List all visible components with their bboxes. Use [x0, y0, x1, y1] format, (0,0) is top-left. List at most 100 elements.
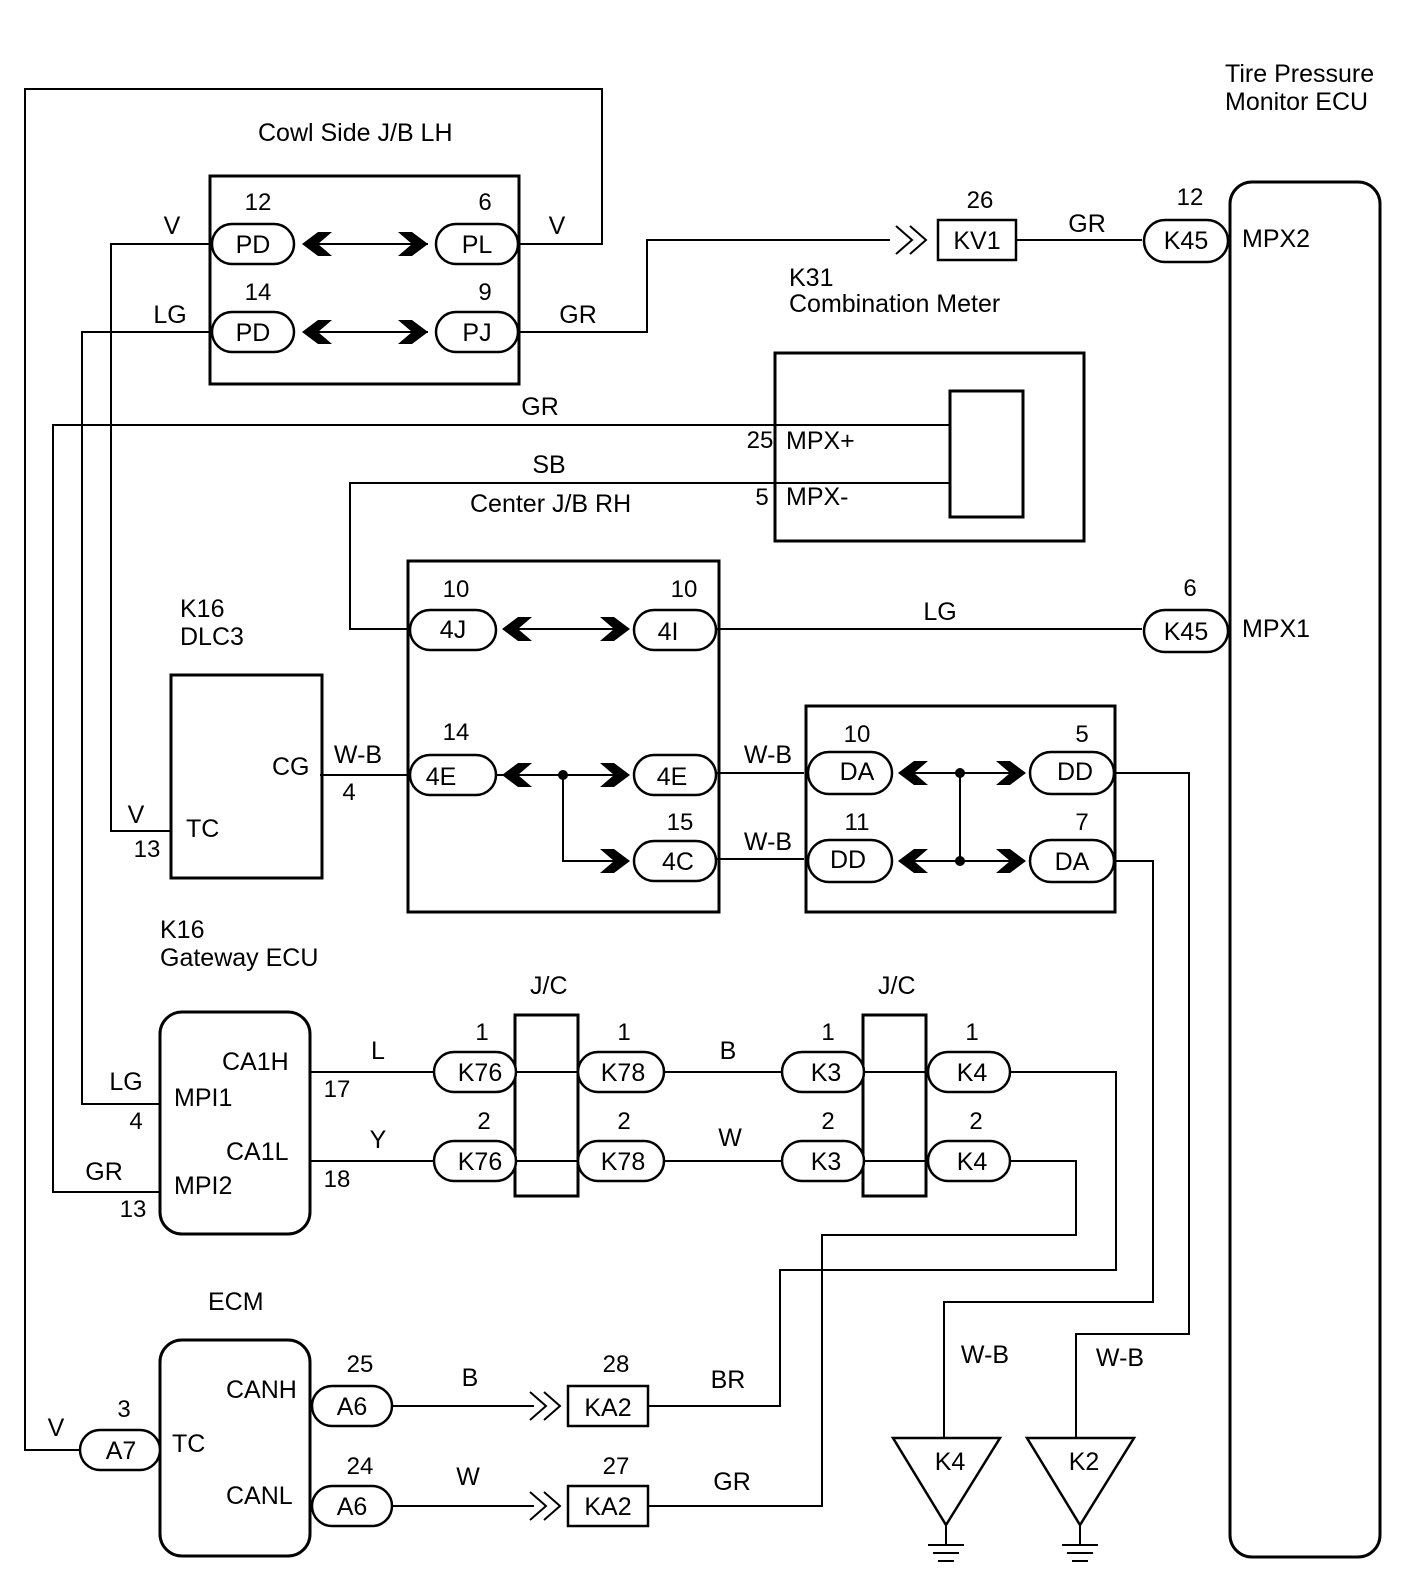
connector-da-10-pin: 10	[844, 721, 871, 748]
connector-k3-1	[780, 1050, 866, 1094]
combination-meter-id: K31	[789, 264, 833, 292]
gateway-ecu-box	[158, 1010, 312, 1236]
connector-dd-11	[806, 838, 894, 884]
ground-k2	[1024, 1436, 1137, 1562]
jc-left-box	[513, 1013, 580, 1198]
connector-k45-6-pin: 6	[1183, 575, 1196, 602]
wire-color-wb-4e: W-B	[744, 741, 792, 769]
wire-color-gr-kv1: GR	[1068, 210, 1106, 238]
meter-inner-box	[948, 389, 1025, 519]
connector-k76-2-pin: 2	[477, 1108, 490, 1135]
da-dd-box	[804, 704, 1117, 914]
connector-k78-1	[576, 1050, 666, 1094]
connector-pd-12-label: PD	[236, 231, 271, 259]
tpm-pin-mpx2: MPX2	[1242, 225, 1310, 253]
connector-pj-9	[434, 310, 520, 354]
wire-color-v-top-right: V	[549, 212, 566, 240]
connector-pd-12-pin: 12	[245, 189, 272, 216]
connector-4i-10	[632, 608, 718, 652]
wire-color-b-canh: B	[462, 1364, 479, 1392]
connector-dd-5-pin: 5	[1075, 721, 1088, 748]
connector-pl-6	[434, 222, 520, 266]
connector-da-7	[1028, 838, 1116, 884]
connector-ka2-27	[566, 1484, 650, 1528]
wire-color-wb-gnd-k2: W-B	[1096, 1344, 1144, 1372]
connector-k3-1-label: K3	[811, 1059, 842, 1087]
connector-a6-24-label: A6	[337, 1493, 368, 1521]
gateway-pin-ca1h: CA1H	[222, 1048, 289, 1076]
connector-k45-6-label: K45	[1164, 618, 1208, 646]
wire-da7-ground	[943, 860, 1154, 1438]
wire-v-dlc	[110, 243, 210, 832]
connectors	[78, 218, 1230, 1528]
tpm-pin-mpx1: MPX1	[1242, 615, 1310, 643]
connector-a6-25-label: A6	[337, 1393, 368, 1421]
wire-color-gr-mpi2: GR	[85, 1158, 123, 1186]
connector-dd-5	[1028, 750, 1116, 796]
meter-pin-mpx-plus: MPX+	[786, 427, 855, 455]
connector-k78-1-pin: 1	[617, 1019, 630, 1046]
combination-meter-title: Combination Meter	[789, 290, 1000, 318]
connector-k76-1	[432, 1050, 518, 1094]
meter-pin-mpx-minus: MPX-	[786, 483, 849, 511]
dlc3-id: K16	[180, 595, 224, 623]
connector-k4-2-label: K4	[957, 1148, 988, 1176]
connector-4e-r-label: 4E	[657, 763, 688, 791]
connector-a6-25	[310, 1384, 394, 1428]
gateway-pin-mpi2: MPI2	[174, 1172, 232, 1200]
wire-gr-kv1	[512, 239, 890, 333]
connector-a7-3	[78, 1428, 162, 1472]
connector-k78-1-label: K78	[601, 1059, 645, 1087]
connector-da-7-label: DA	[1055, 848, 1090, 876]
center-jb-title: Center J/B RH	[470, 490, 631, 518]
wire-dd5-ground	[1075, 772, 1190, 1438]
jc-left-title: J/C	[530, 972, 568, 1000]
wire-color-wb-gnd-k4: W-B	[961, 1341, 1009, 1369]
tpm-ecu-title-2: Monitor ECU	[1225, 88, 1368, 116]
wire-color-br-ka2: BR	[711, 1366, 746, 1394]
wire-color-b-k3: B	[720, 1037, 737, 1065]
inline-chevrons	[529, 225, 928, 1521]
connector-pj-9-label: PJ	[462, 319, 491, 347]
connector-kv1-26-label: KV1	[953, 227, 1000, 255]
connector-k45-6	[1142, 608, 1230, 654]
connector-4j-10-pin: 10	[443, 576, 470, 603]
dlc3-pin-cg: CG	[272, 753, 310, 781]
connector-k76-2-label: K76	[458, 1148, 502, 1176]
connector-k4-1	[926, 1050, 1012, 1094]
connector-pl-6-label: PL	[462, 231, 493, 259]
connector-pd-14-pin: 14	[245, 279, 272, 306]
gateway-pin-mpi1: MPI1	[174, 1084, 232, 1112]
tpm-ecu-box	[1228, 180, 1382, 1559]
pin-gw-ca1h: 17	[324, 1076, 351, 1103]
connector-k3-2-label: K3	[811, 1148, 842, 1176]
connector-k45-12	[1142, 218, 1230, 264]
pin-meter-25: 25	[747, 427, 774, 454]
connector-dd-11-pin: 11	[845, 809, 870, 836]
dlc3-title: DLC3	[180, 623, 244, 651]
splice-dot-da-bottom	[955, 856, 965, 866]
connector-k45-12-pin: 12	[1177, 184, 1204, 211]
connector-pd-14	[210, 310, 296, 354]
connector-k4-1-label: K4	[957, 1059, 988, 1087]
connector-k76-1-label: K76	[458, 1059, 502, 1087]
connector-k78-2	[576, 1139, 666, 1183]
connector-ka2-28-pin: 28	[603, 1351, 630, 1378]
connector-da-10	[806, 750, 894, 796]
wire-color-w-canl: W	[456, 1463, 480, 1491]
wire-sb-4j	[349, 482, 948, 630]
ground-k4	[890, 1436, 1003, 1562]
connector-a7-3-pin: 3	[117, 1396, 130, 1423]
wire-color-lg-mpi1: LG	[109, 1068, 142, 1096]
wire-color-sb-mpx-minus: SB	[532, 451, 565, 479]
wire-color-lg-top: LG	[153, 301, 186, 329]
wire-color-wb-cg: W-B	[334, 741, 382, 769]
wire-color-v-ecm: V	[48, 1414, 65, 1442]
pin-gw-mpi2: 13	[120, 1196, 147, 1223]
wire-k4-1-canh	[647, 1071, 1117, 1407]
connector-k3-1-pin: 1	[821, 1019, 834, 1046]
wire-v-loop	[24, 88, 603, 1451]
ground-k4-label: K4	[935, 1448, 966, 1476]
ecm-pin-canh: CANH	[226, 1376, 297, 1404]
connector-a6-25-pin: 25	[347, 1351, 374, 1378]
